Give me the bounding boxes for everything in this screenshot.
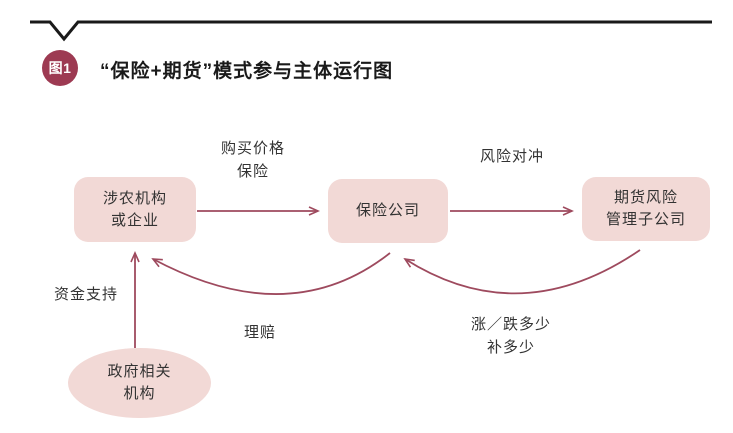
- label-funding-support: 资金支持: [53, 286, 118, 303]
- node-futures-line1: 期货风险: [613, 189, 678, 207]
- arrow-compensate: [403, 249, 641, 295]
- figure-badge: 图1: [42, 50, 78, 86]
- label-buy-price-insurance: 购买价格 保险: [193, 138, 313, 183]
- label-compensation-line2: 补多少: [486, 338, 535, 356]
- label-risk-hedge: 风险对冲: [479, 148, 544, 165]
- node-agri-org-line1: 涉农机构: [102, 189, 167, 207]
- page-title: “保险+期货”模式参与主体运行图: [100, 61, 394, 82]
- node-government-line2: 机构: [123, 385, 156, 402]
- label-buy-line1: 购买价格: [220, 140, 285, 157]
- label-compensation-line1: 涨／跌多少: [470, 316, 551, 333]
- arrow-claims: [151, 252, 391, 295]
- label-compensation: 涨／跌多少 补多少: [456, 314, 566, 359]
- node-futures-line2: 管理子公司: [605, 211, 686, 228]
- node-government-line1: 政府相关: [107, 363, 172, 381]
- label-claims: 理赔: [243, 324, 276, 341]
- node-futures-risk-subsidiary: 期货风险 管理子公司: [582, 177, 710, 241]
- label-buy-line2: 保险: [236, 162, 269, 180]
- figure-badge-label: 图1: [48, 60, 72, 76]
- node-agri-org: 涉农机构 或企业: [74, 177, 196, 242]
- node-insurance-company: 保险公司: [328, 179, 448, 243]
- node-agri-org-line2: 或企业: [110, 211, 159, 229]
- top-rule: [30, 20, 712, 42]
- node-government-org: 政府相关 机构: [68, 348, 211, 418]
- node-insurance-company-label: 保险公司: [355, 202, 420, 220]
- top-rule-notched-line: [30, 20, 712, 42]
